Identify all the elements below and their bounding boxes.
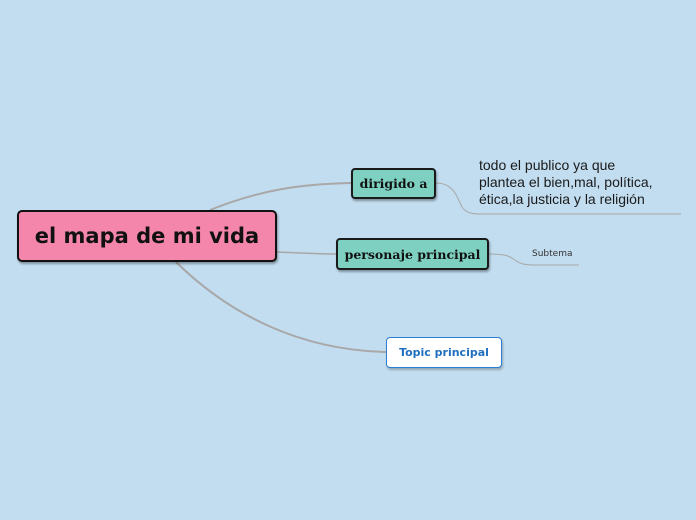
topic-label: personaje principal (344, 246, 481, 262)
text-line: todo el publico ya que (479, 157, 616, 173)
text-line: plantea el bien,mal, política, (479, 174, 653, 190)
topic-personaje-principal[interactable]: personaje principal (336, 238, 489, 270)
topic-label: dirigido a (359, 176, 428, 191)
topic-label: Topic principal (399, 346, 489, 359)
subtopic-label: Subtema (532, 249, 573, 259)
central-topic[interactable]: el mapa de mi vida (17, 210, 277, 262)
topic-principal[interactable]: Topic principal (386, 337, 502, 368)
subtopic-subtema[interactable]: Subtema (532, 249, 572, 259)
text-line: ética,la justicia y la religión (479, 191, 645, 207)
topic-dirigido-a[interactable]: dirigido a (351, 168, 436, 199)
subtopic-todo-el-publico[interactable]: todo el publico ya que plantea el bien,m… (479, 157, 689, 208)
central-topic-label: el mapa de mi vida (34, 224, 260, 248)
